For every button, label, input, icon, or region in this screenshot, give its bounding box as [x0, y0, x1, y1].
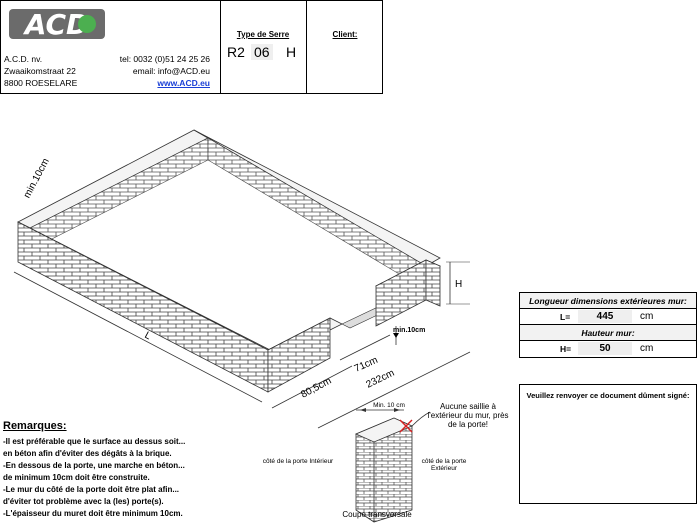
- label-L: L: [143, 330, 153, 343]
- section-outside-label: côté de la porte Extérieur: [421, 458, 467, 472]
- wall-drawing: min.10cm L H min.10cm 71cm 80,5cm 232cm: [13, 129, 471, 429]
- h-unit: cm: [640, 343, 654, 354]
- serre-type-title: Type de Serre: [236, 30, 290, 39]
- client-title: Client:: [332, 30, 358, 39]
- longueur-row: L= 445 cm: [520, 309, 696, 325]
- company-email: email: info@ACD.eu: [132, 66, 210, 76]
- cross-section-drawing: [354, 408, 431, 523]
- company-name: A.C.D. nv.: [4, 54, 43, 64]
- hauteur-title: Hauteur mur:: [520, 325, 696, 341]
- section-caption: Coupe transversale: [342, 510, 412, 519]
- remarks-list: -Il est préférable que le surface au des…: [3, 436, 185, 520]
- hauteur-row: H= 50 cm: [520, 341, 696, 357]
- longueur-title: Longueur dimensions extérieures mur:: [520, 293, 696, 309]
- label-232cm: 232cm: [364, 368, 396, 391]
- section-note: Aucune saillie à l'extérieur du mur, prè…: [427, 402, 509, 429]
- label-80-5cm: 80,5cm: [299, 376, 333, 401]
- dimensions-table: Longueur dimensions extérieures mur: L= …: [519, 292, 697, 358]
- company-city: 8800 ROESELARE: [4, 78, 78, 88]
- label-H: H: [455, 279, 462, 290]
- remark-line: -En dessous de la porte, une marche en b…: [3, 461, 185, 470]
- header-divider: [306, 1, 307, 93]
- label-min10-top: min.10cm: [22, 157, 52, 200]
- l-unit: cm: [640, 311, 654, 322]
- company-tel: tel: 0032 (0)51 24 25 26: [119, 54, 210, 64]
- header-box: ACD A.C.D. nv. Zwaaikomstraat 22 8800 RO…: [0, 0, 383, 94]
- signature-box[interactable]: Veuillez renvoyer ce document dûment sig…: [519, 384, 697, 504]
- label-min10-door: min.10cm: [393, 327, 425, 334]
- serre-code-3: H: [286, 44, 297, 60]
- section-min-label: Min. 10 cm: [373, 402, 405, 409]
- company-street: Zwaaikomstraat 22: [4, 66, 76, 76]
- header-divider: [220, 1, 221, 93]
- remarks-title: Remarques:: [3, 420, 67, 432]
- label-71cm: 71cm: [353, 355, 380, 375]
- remark-line: d'éviter tot problème avec la (les) port…: [3, 497, 164, 506]
- section-inside-label: côté de la porte Intérieur: [262, 458, 334, 465]
- remark-line: -Il est préférable que le surface au des…: [3, 437, 186, 446]
- l-label: L=: [560, 312, 571, 322]
- remark-line: en béton afin d'éviter des dégâts à la b…: [3, 449, 172, 458]
- company-website-link[interactable]: www.ACD.eu: [157, 78, 210, 88]
- remark-line: -Le mur du côté de la porte doit être pl…: [3, 485, 180, 494]
- serre-code-2: 06: [251, 44, 273, 60]
- acd-logo: ACD: [9, 8, 105, 41]
- remark-line: de minimum 10cm doit être construite.: [3, 473, 150, 482]
- h-label: H=: [560, 344, 572, 354]
- signature-title: Veuillez renvoyer ce document dûment sig…: [526, 391, 690, 400]
- remark-line: -L'épaisseur du muret doit être minimum …: [3, 509, 183, 518]
- serre-code-1: R2: [227, 44, 245, 60]
- l-value-field[interactable]: 445: [578, 310, 632, 323]
- h-value-field[interactable]: 50: [578, 342, 632, 355]
